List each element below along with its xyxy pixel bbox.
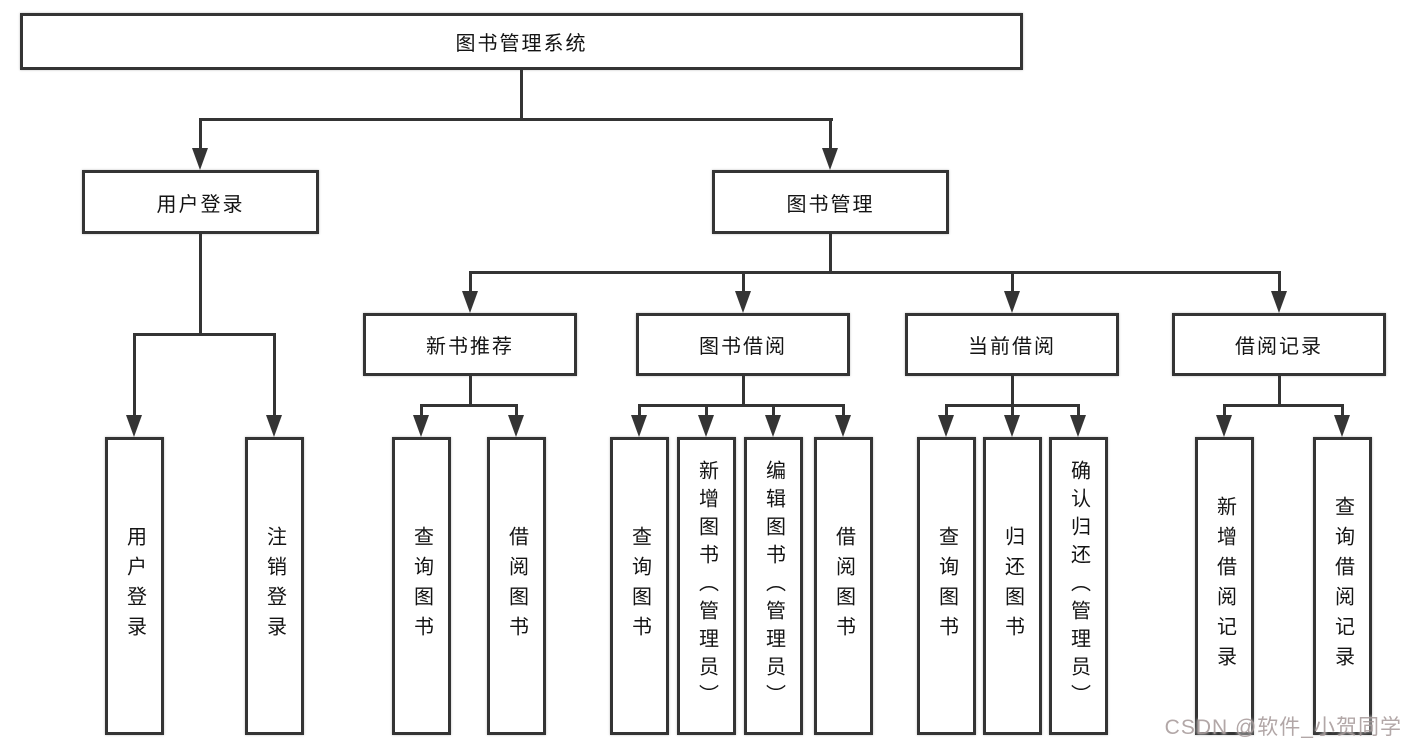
node-label: 借阅图书 [505,526,528,646]
connector-line [1341,404,1344,418]
arrowhead-down-icon [698,415,714,437]
arrowhead-down-icon [631,415,647,437]
arrowhead-down-icon [1070,415,1086,437]
node-label: 查询图书 [628,526,651,646]
arrowhead-down-icon [1216,415,1232,437]
leaf-br-add-borrow-record: 新增借阅记录 [1195,437,1254,735]
node-label: 新书推荐 [426,336,514,358]
connector-line [829,234,832,273]
arrowhead-down-icon [462,291,478,313]
connector-line [705,404,708,418]
connector-line [842,404,845,418]
node-label: 图书管理系统 [455,33,588,55]
node-label: 图书管理 [786,193,875,216]
node-label: 借阅图书 [832,526,855,646]
arrowhead-down-icon [266,415,282,437]
connector-line [742,271,745,297]
arrowhead-down-icon [1334,415,1350,437]
node-label: 图书借阅 [699,336,787,358]
node-label: 查询借阅记录 [1331,496,1354,676]
node-current-borrowing: 当前借阅 [905,313,1119,376]
node-label: 用户登录 [156,193,245,216]
node-user-login: 用户登录 [82,170,319,234]
connector-line [1278,376,1281,406]
node-new-book-recommendation: 新书推荐 [363,313,577,376]
connector-line [1077,404,1080,418]
arrowhead-down-icon [835,415,851,437]
connector-line [638,404,844,407]
connector-line [199,118,833,121]
arrowhead-down-icon [1271,291,1287,313]
node-label: 借阅记录 [1235,336,1323,358]
node-label: 归还图书 [1001,526,1024,646]
leaf-nb-borrow-books: 借阅图书 [487,437,546,735]
connector-line [1011,271,1014,297]
arrowhead-down-icon [735,291,751,313]
connector-line [742,376,745,406]
connector-line [199,234,202,336]
leaf-cb-return-books: 归还图书 [983,437,1042,735]
node-label: 新增借阅记录 [1213,496,1236,676]
connector-line [1223,404,1343,407]
arrowhead-down-icon [765,415,781,437]
leaf-br-query-borrow-record: 查询借阅记录 [1313,437,1372,735]
leaf-bb-query-books: 查询图书 [610,437,669,735]
connector-line [133,333,136,415]
leaf-bb-borrow-books: 借阅图书 [814,437,873,735]
leaf-cb-confirm-return-admin: 确认归还（管理员） [1049,437,1108,735]
node-book-management: 图书管理 [712,170,949,234]
connector-line [945,404,948,418]
node-borrowing-records: 借阅记录 [1172,313,1386,376]
leaf-bb-edit-books-admin: 编辑图书（管理员） [744,437,803,735]
leaf-bb-add-books-admin: 新增图书（管理员） [677,437,736,735]
arrowhead-down-icon [938,415,954,437]
connector-line [772,404,775,418]
connector-line [420,404,517,407]
node-label: 用户登录 [123,526,146,646]
connector-line [1011,376,1014,406]
arrowhead-down-icon [413,415,429,437]
arrowhead-down-icon [126,415,142,437]
csdn-watermark: CSDN @软件_小贺同学 [1164,716,1402,739]
connector-line [469,271,472,297]
node-label: 新增图书（管理员） [695,460,718,712]
node-label: 编辑图书（管理员） [762,460,785,712]
leaf-nb-query-books: 查询图书 [392,437,451,735]
connector-line [515,404,518,418]
connector-line [1278,271,1281,297]
connector-line [1223,404,1226,418]
leaf-cb-query-books: 查询图书 [917,437,976,735]
node-label: 确认归还（管理员） [1067,460,1090,712]
connector-line [199,118,202,152]
node-label: 查询图书 [410,526,433,646]
connector-line [133,333,275,336]
leaf-user-login: 用户登录 [105,437,164,735]
node-label: 注销登录 [263,526,286,646]
connector-line [829,118,832,152]
connector-line [273,333,276,415]
node-library-management-system: 图书管理系统 [20,13,1023,70]
arrowhead-down-icon [822,148,838,170]
leaf-logout: 注销登录 [245,437,304,735]
arrowhead-down-icon [508,415,524,437]
node-label: 查询图书 [935,526,958,646]
node-label: 当前借阅 [968,336,1056,358]
connector-line [1011,404,1014,418]
arrowhead-down-icon [192,148,208,170]
connector-line [520,70,523,118]
connector-line [420,404,423,418]
node-book-borrowing: 图书借阅 [636,313,850,376]
arrowhead-down-icon [1004,291,1020,313]
connector-line [638,404,641,418]
connector-line [469,271,1281,274]
connector-line [469,376,472,406]
arrowhead-down-icon [1004,415,1020,437]
